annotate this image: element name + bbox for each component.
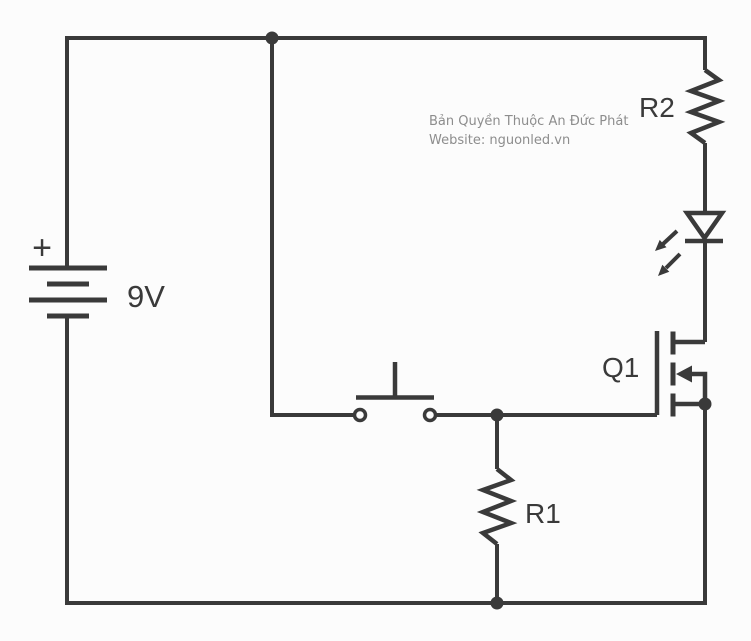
resistor-r1-symbol: R1 bbox=[476, 467, 561, 546]
junction-dot-gate-r1 bbox=[490, 408, 504, 422]
pushbutton-terminal-right bbox=[422, 407, 438, 423]
led-triangle bbox=[682, 210, 727, 242]
wire-button-feed bbox=[270, 38, 353, 417]
wires bbox=[65, 36, 707, 605]
watermark: Bản Quyền Thuộc An Đức Phát Website: ngu… bbox=[429, 112, 628, 150]
resistor-r2-zigzag bbox=[684, 68, 726, 145]
resistor-r1-label: R1 bbox=[525, 498, 561, 529]
led-emission-arrow-2 bbox=[658, 252, 682, 276]
pushbutton-symbol[interactable] bbox=[352, 362, 438, 423]
pushbutton-terminal-left bbox=[352, 407, 368, 423]
mosfet-body-connection bbox=[690, 371, 708, 404]
junction-dot-top bbox=[265, 31, 279, 45]
watermark-copyright-line: Bản Quyền Thuộc An Đức Phát bbox=[429, 114, 629, 129]
mosfet-body-arrow bbox=[676, 365, 692, 383]
battery-label: 9V bbox=[127, 279, 165, 314]
led-symbol bbox=[655, 210, 727, 276]
junction-dots bbox=[265, 31, 712, 610]
battery-symbol: + 9V bbox=[29, 229, 165, 319]
junction-dot-bottom bbox=[490, 596, 504, 610]
resistor-r1-zigzag bbox=[476, 467, 518, 546]
junction-dot-source bbox=[698, 397, 712, 411]
wire-bottom-loop bbox=[65, 316, 707, 605]
watermark-website-line: Website: nguonled.vn bbox=[429, 133, 571, 148]
mosfet-q1-label: Q1 bbox=[602, 352, 639, 383]
wire-battery-top-loop bbox=[65, 36, 707, 268]
led-emission-arrow-1 bbox=[655, 229, 679, 251]
mosfet-q1-symbol: Q1 bbox=[602, 331, 708, 417]
resistor-r2-label: R2 bbox=[639, 92, 675, 123]
battery-plus-sign: + bbox=[32, 229, 52, 267]
resistor-r2-symbol: R2 bbox=[639, 68, 726, 145]
